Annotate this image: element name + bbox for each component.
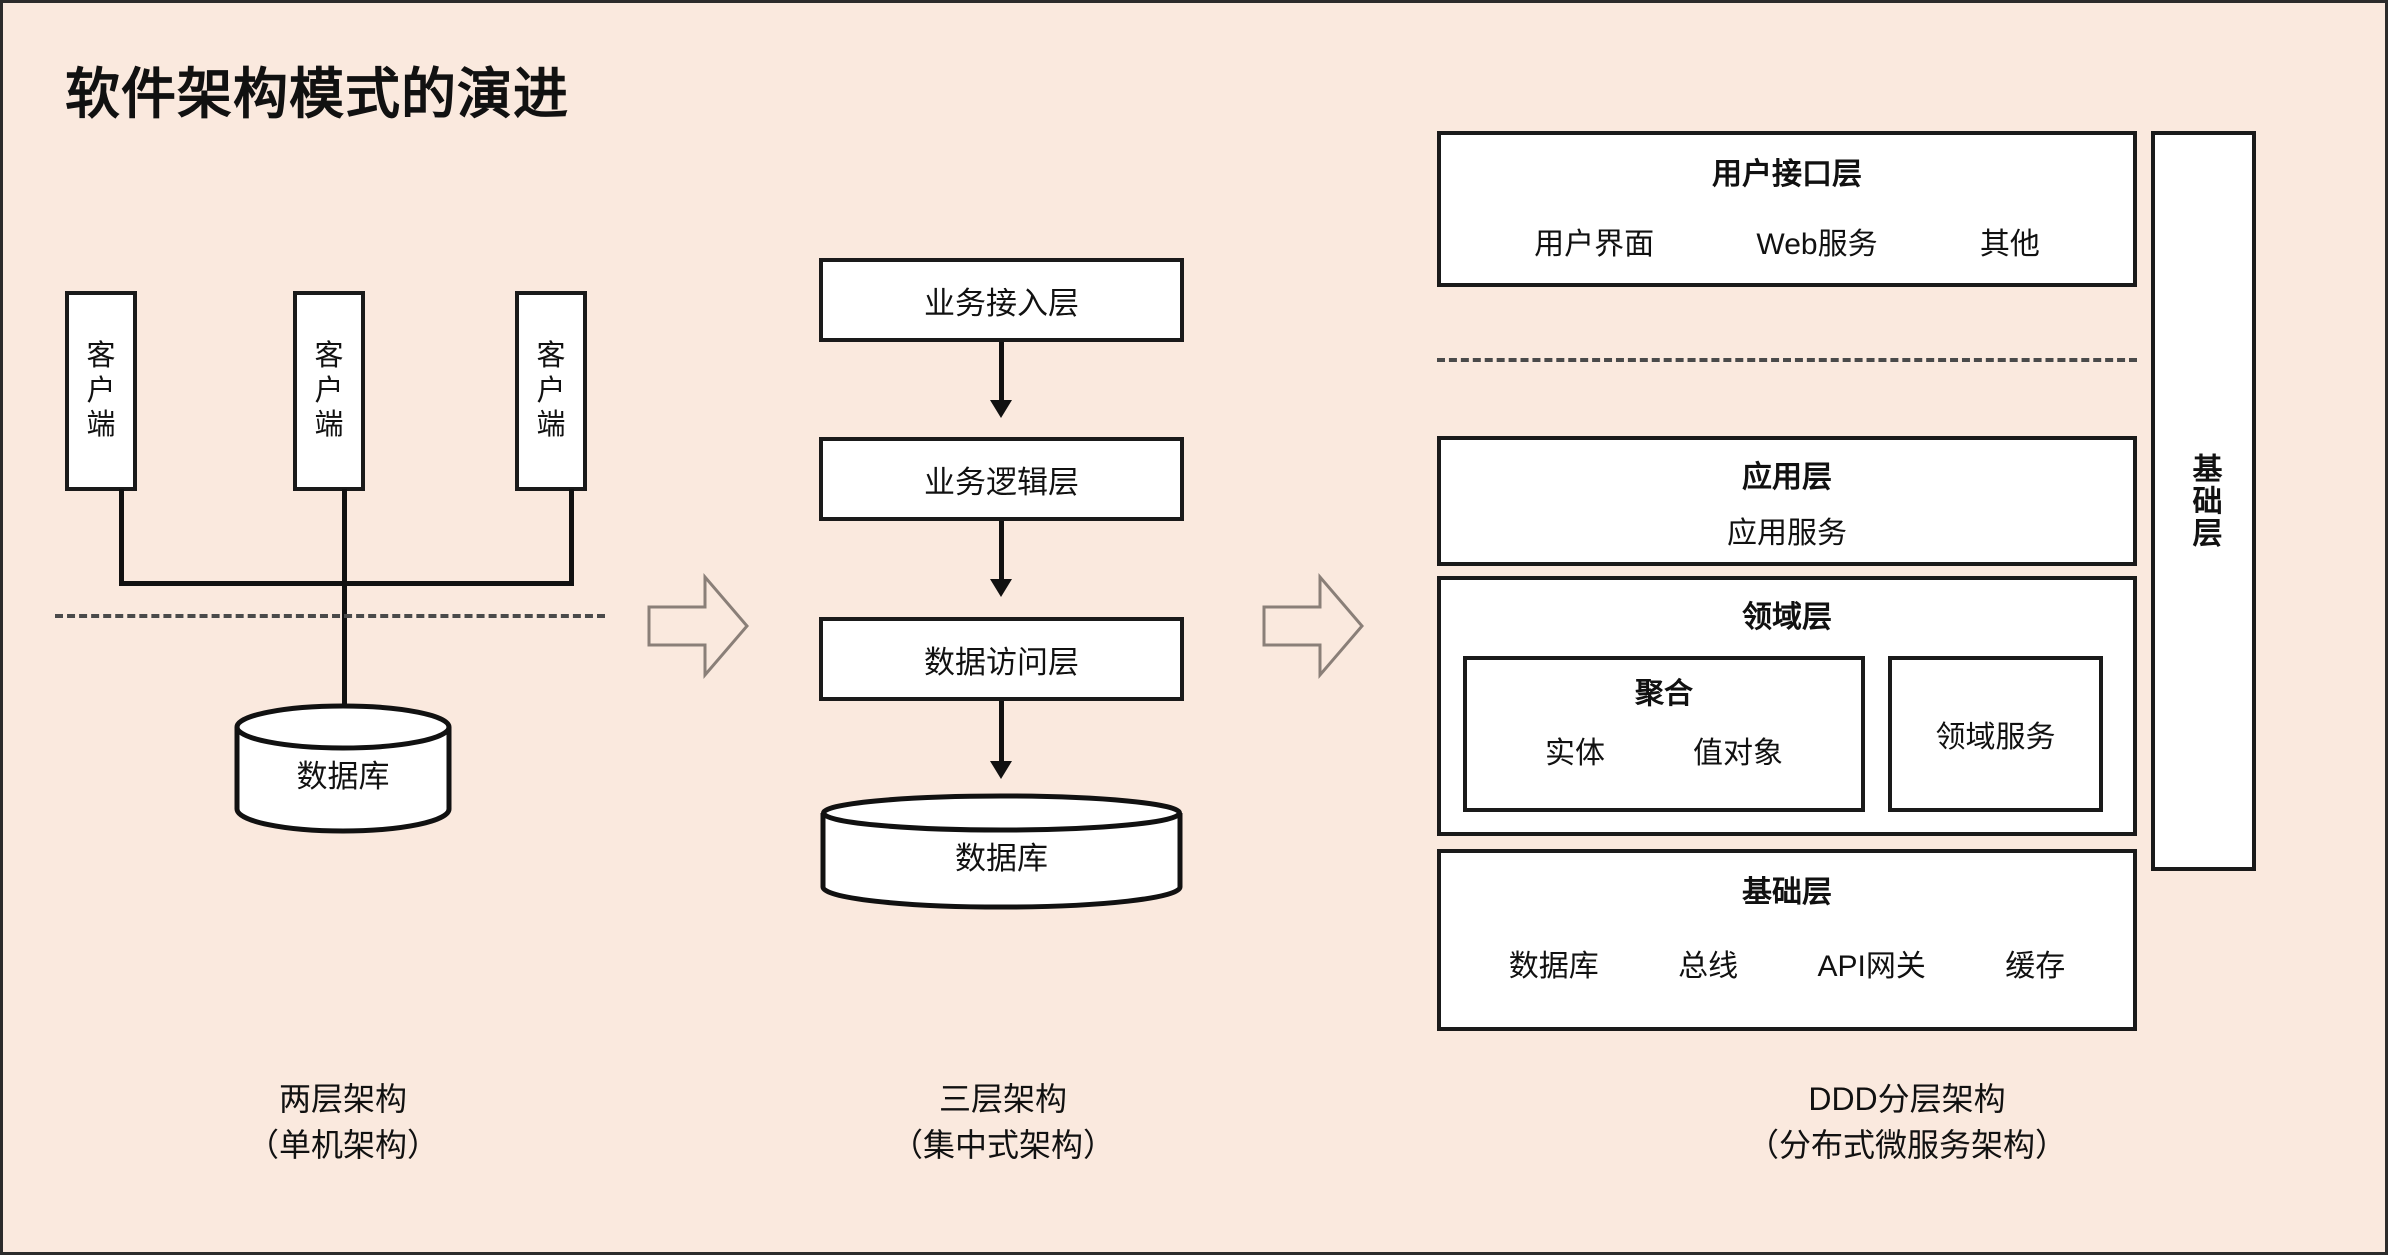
two-tier-database[interactable]: 数据库: [233, 703, 453, 834]
three-tier-caption-line1: 三层架构: [938, 1081, 1067, 1117]
connector-db-trunk: [342, 489, 347, 707]
ddd-infra-item-0[interactable]: 数据库: [1508, 950, 1599, 983]
client-char: 户: [86, 374, 116, 407]
ddd-layer-infrastructure-items: 数据库 总线 API网关 缓存: [1441, 941, 2133, 985]
ddd-layer-infrastructure-title: 基础层: [1742, 876, 1832, 909]
connector-client1: [119, 489, 124, 585]
ddd-domain-service-label: 领域服务: [1935, 721, 2056, 754]
client-char: 户: [314, 374, 344, 407]
three-tier-database[interactable]: 数据库: [819, 793, 1184, 911]
client-char: 客: [536, 340, 566, 373]
ddd-layer-application[interactable]: 应用层 应用服务: [1437, 436, 2137, 566]
page-title: 软件架构模式的演进: [65, 63, 570, 125]
ddd-ui-item-0[interactable]: 用户界面: [1534, 228, 1655, 261]
ddd-layer-application-title: 应用层: [1742, 461, 1832, 494]
client-char: 端: [86, 409, 116, 442]
client-char: 客: [86, 340, 116, 373]
two-tier-database-label: 数据库: [296, 759, 390, 794]
tier-data-access[interactable]: 数据访问层: [819, 617, 1184, 701]
ddd-aggregate-item-1[interactable]: 值对象: [1693, 737, 1783, 770]
ddd-infra-item-3[interactable]: 缓存: [2005, 950, 2066, 983]
client-char: 端: [536, 409, 566, 442]
ddd-caption-line1: DDD分层架构: [1808, 1081, 2006, 1117]
tier-business-access[interactable]: 业务接入层: [819, 258, 1184, 342]
client-char: 端: [314, 409, 344, 442]
ddd-aggregate-item-0[interactable]: 实体: [1545, 737, 1605, 770]
ddd-side-band-infrastructure[interactable]: 基础层: [2151, 131, 2256, 871]
ddd-side-band-label: 基础层: [2187, 453, 2221, 549]
connector-client3: [569, 489, 574, 585]
two-tier-caption-line1: 两层架构: [278, 1081, 407, 1117]
two-tier-boundary-line: [55, 614, 605, 618]
ddd-aggregate-items: 实体 值对象: [1467, 728, 1861, 772]
ddd-infra-item-2[interactable]: API网关: [1817, 950, 1926, 983]
ddd-layer-ui-title: 用户接口层: [1712, 158, 1862, 191]
tier-label: 业务逻辑层: [924, 464, 1079, 500]
ddd-caption-line2: （分布式微服务架构）: [1746, 1127, 2067, 1164]
ddd-aggregate-title: 聚合: [1634, 678, 1693, 710]
ddd-layer-domain-title: 领域层: [1742, 601, 1832, 634]
tier-label: 业务接入层: [924, 285, 1079, 321]
ddd-caption: DDD分层架构 （分布式微服务架构）: [1557, 1076, 2257, 1169]
ddd-layer-infrastructure[interactable]: 基础层 数据库 总线 API网关 缓存: [1437, 849, 2137, 1031]
ddd-aggregate-card[interactable]: 聚合 实体 值对象: [1463, 656, 1865, 812]
ddd-domain-service-card[interactable]: 领域服务: [1888, 656, 2103, 812]
ddd-ui-item-1[interactable]: Web服务: [1756, 228, 1878, 261]
two-tier-caption-line2: （单机架构）: [246, 1127, 439, 1164]
ddd-ui-item-2[interactable]: 其他: [1979, 228, 2040, 261]
transition-arrow-2: [1258, 571, 1368, 681]
tier-business-logic[interactable]: 业务逻辑层: [819, 437, 1184, 521]
ddd-layer-application-items: 应用服务: [1441, 508, 2133, 552]
client-char: 客: [314, 340, 344, 373]
two-tier-caption: 两层架构 （单机架构）: [113, 1076, 573, 1169]
ddd-boundary-line: [1437, 358, 2137, 362]
client-char: 户: [536, 374, 566, 407]
ddd-layer-ui[interactable]: 用户接口层 用户界面 Web服务 其他: [1437, 131, 2137, 287]
client-box-1[interactable]: 客 户 端: [65, 291, 137, 491]
tier-label: 数据访问层: [924, 644, 1079, 680]
ddd-layer-ui-items: 用户界面 Web服务 其他: [1441, 219, 2133, 263]
client-box-2[interactable]: 客 户 端: [293, 291, 365, 491]
client-box-3[interactable]: 客 户 端: [515, 291, 587, 491]
three-tier-caption-line2: （集中式架构）: [890, 1127, 1115, 1164]
ddd-infra-item-1[interactable]: 总线: [1678, 950, 1739, 983]
three-tier-caption: 三层架构 （集中式架构）: [773, 1076, 1233, 1169]
three-tier-database-label: 数据库: [955, 841, 1048, 876]
ddd-application-item-0[interactable]: 应用服务: [1727, 517, 1847, 550]
transition-arrow-1: [643, 571, 753, 681]
